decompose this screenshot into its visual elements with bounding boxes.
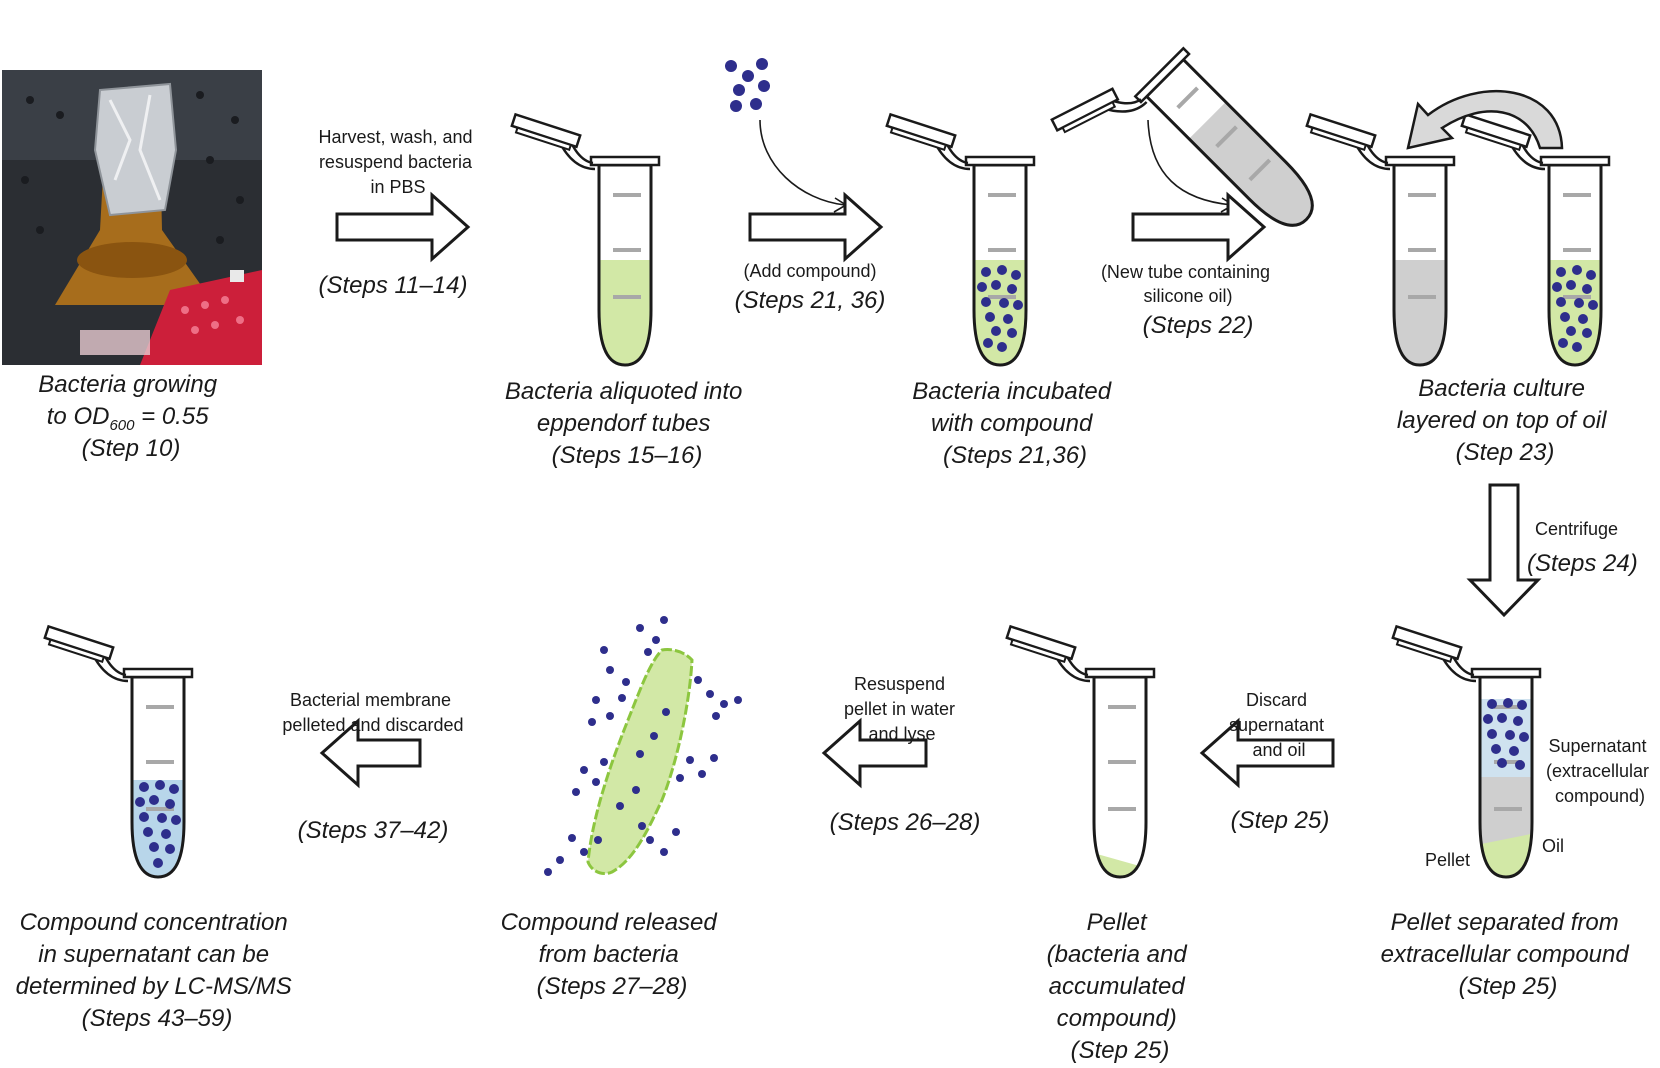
arrow2-label: (Add compound): [743, 261, 876, 281]
stage8-caption: Compound concentration in supernatant ca…: [16, 909, 299, 1032]
arrow-harvest: [335, 191, 471, 263]
arrow-add-compound: [748, 191, 884, 263]
transfer-curved-arrow: [1406, 89, 1564, 150]
arrow-new-tube: [1131, 191, 1267, 263]
stage6-caption: Pellet (bacteria and accumulated compoun…: [1047, 909, 1194, 1064]
arrow5-label: Discard supernatant and oil: [1229, 690, 1329, 760]
tube-oil-only: [1303, 112, 1456, 367]
stage4-caption: Bacteria culture layered on top of oil (…: [1397, 375, 1613, 466]
arrow3-label: (New tube containing silicone oil): [1101, 262, 1275, 306]
oil-tube-tilted: [1046, 16, 1332, 303]
tube-pellet: [1003, 624, 1156, 879]
arrow-centrifuge: [1466, 483, 1542, 618]
tube-separated: [1389, 624, 1542, 879]
arrow5-steps: (Step 25): [1231, 807, 1330, 834]
compound-dots: [725, 58, 770, 112]
oil-label: Oil: [1542, 836, 1564, 856]
arrow2-steps: (Steps 21, 36): [735, 287, 886, 314]
arrow4-steps: (Steps 24): [1527, 550, 1638, 577]
tube-final-supernatant: [41, 624, 194, 879]
arrow7-steps: (Steps 37–42): [298, 817, 449, 844]
arrow3-steps: (Steps 22): [1143, 312, 1254, 339]
stage3-caption: Bacteria incubated with compound (Steps …: [912, 378, 1117, 469]
supernatant-label: Supernatant (extracellular compound): [1546, 736, 1654, 806]
arrow-resuspend: [821, 717, 928, 789]
arrow6-steps: (Steps 26–28): [830, 809, 981, 836]
pour-oil-pointer: [1147, 119, 1233, 206]
lysed-bacterium: [544, 616, 742, 876]
arrow1-label: Harvest, wash, and resuspend bacteria in…: [318, 127, 477, 197]
arrow6-label: Resuspend pellet in water and lyse: [844, 674, 960, 744]
tube-bacteria-compound: [1458, 112, 1611, 367]
tube-aliquoted: [508, 112, 661, 367]
arrow7-label: Bacterial membrane pelleted and discarde…: [282, 690, 463, 735]
pellet-label: Pellet: [1425, 850, 1470, 870]
stage7-caption: Compound released from bacteria (Steps 2…: [501, 909, 724, 1000]
add-compound-pointer: [759, 119, 846, 206]
tube-incubated: [883, 112, 1036, 367]
stage1-caption: Bacteria growing to OD600 = 0.55 (Step 1…: [38, 371, 223, 462]
stage2-caption: Bacteria aliquoted into eppendorf tubes …: [505, 378, 749, 469]
bacteria-flask-photo: [2, 70, 262, 365]
arrow-discard: [1199, 717, 1335, 789]
arrow1-steps: (Steps 11–14): [319, 272, 468, 299]
arrow4-label: Centrifuge: [1535, 519, 1618, 539]
arrow-membrane: [319, 717, 422, 789]
stage5-caption: Pellet separated from extracellular comp…: [1381, 909, 1636, 1000]
